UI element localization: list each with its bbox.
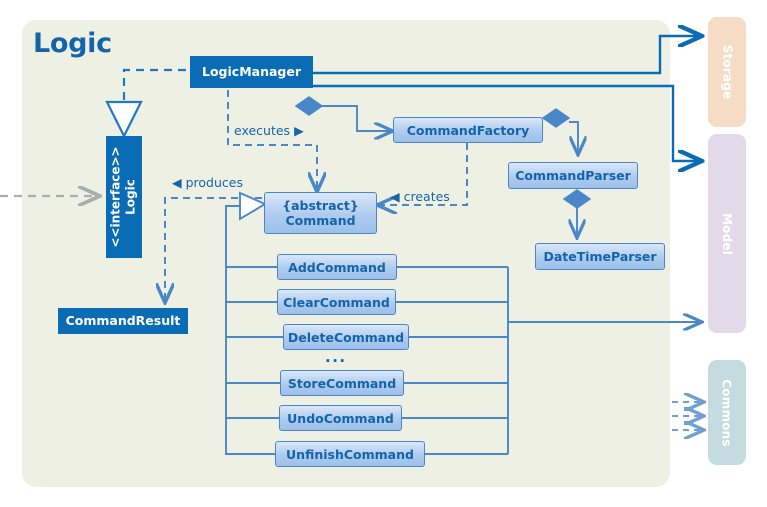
class-label-clear-command: ClearCommand <box>283 294 390 310</box>
class-box-clear-command[interactable]: ClearCommand <box>277 289 396 315</box>
class-box-command-parser[interactable]: CommandParser <box>508 162 638 189</box>
class-label-unfinish-command: UnfinishCommand <box>286 446 414 462</box>
triangle-left-icon: ◀ <box>172 175 182 190</box>
external-component-model[interactable]: Model <box>708 134 746 333</box>
triangle-left-icon-creates: ◀ <box>390 189 400 204</box>
class-box-command-factory[interactable]: CommandFactory <box>393 117 543 143</box>
class-box-command-result[interactable]: CommandResult <box>58 308 188 334</box>
class-label-add-command: AddCommand <box>288 259 386 275</box>
class-label-command-parser: CommandParser <box>515 168 631 183</box>
class-box-delete-command[interactable]: DeleteCommand <box>283 324 409 350</box>
class-box-logic-interface[interactable]: <<interface>> Logic <box>106 136 142 258</box>
class-label-command-result: CommandResult <box>65 312 181 328</box>
class-label-logic-interface: <<interface>> Logic <box>109 146 139 247</box>
edge-label-executes: executes ▶ <box>234 123 304 138</box>
edge-logicmanager-to-storage <box>313 36 702 75</box>
class-label-date-time-parser: DateTimeParser <box>543 249 657 264</box>
edge-label-produces: ◀ produces <box>172 175 243 190</box>
class-name-logic: Logic <box>124 179 138 215</box>
class-name-command: Command <box>285 213 356 228</box>
edge-command-produces-commandresult <box>165 197 262 303</box>
triangle-right-icon: ▶ <box>294 123 304 138</box>
edge-commandfactory-aggregates-commandparser <box>541 108 578 155</box>
subclass-ellipsis: ... <box>325 348 347 366</box>
class-label-undo-command: UndoCommand <box>287 410 394 426</box>
class-box-add-command[interactable]: AddCommand <box>277 254 397 280</box>
edge-logicmanager-executes-command <box>227 90 317 192</box>
class-label-delete-command: DeleteCommand <box>287 329 405 345</box>
edge-subclasses-to-model <box>395 266 702 455</box>
edge-logicmanager-to-model <box>313 84 702 161</box>
external-component-commons[interactable]: Commons <box>708 360 746 465</box>
edge-label-creates: ◀ creates <box>390 189 450 204</box>
edge-commandparser-aggregates-datetimeparser <box>562 189 592 238</box>
edge-logicmanager-realizes-logic <box>105 68 200 139</box>
class-box-logic-manager[interactable]: LogicManager <box>190 56 313 88</box>
external-label-commons: Commons <box>720 378 735 447</box>
stereotype-abstract: {abstract} <box>282 198 359 213</box>
class-box-date-time-parser[interactable]: DateTimeParser <box>535 243 665 270</box>
class-label-store-command: StoreCommand <box>287 375 397 391</box>
edge-subclasses-generalize-command <box>225 191 283 455</box>
class-box-undo-command[interactable]: UndoCommand <box>279 405 402 431</box>
edge-logic-to-commons <box>672 402 704 430</box>
class-box-store-command[interactable]: StoreCommand <box>280 370 404 396</box>
class-box-unfinish-command[interactable]: UnfinishCommand <box>275 441 425 467</box>
external-component-storage[interactable]: Storage <box>708 17 746 127</box>
edge-logicmanager-aggregates-commandfactory <box>294 96 393 131</box>
class-label-logic-manager: LogicManager <box>202 63 301 79</box>
external-label-storage: Storage <box>720 44 734 100</box>
edge-commandfactory-creates-command <box>377 143 468 205</box>
external-label-model: Model <box>720 212 734 255</box>
class-box-command[interactable]: {abstract} Command <box>264 192 377 234</box>
page-title: Logic <box>33 28 112 59</box>
class-label-command-factory: CommandFactory <box>406 122 530 138</box>
stereotype-interface: <<interface>> <box>109 146 123 248</box>
